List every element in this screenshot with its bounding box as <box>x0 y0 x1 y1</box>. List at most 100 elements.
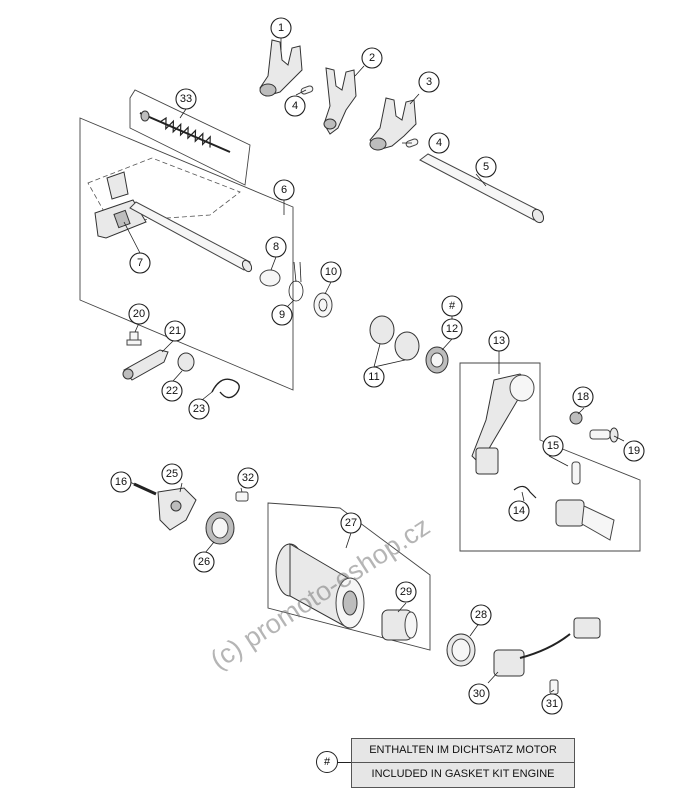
guide-pin-upper <box>300 85 314 95</box>
locking-lever-25 <box>157 487 197 531</box>
shift-shaft-group-box <box>79 117 294 391</box>
svg-text:13: 13 <box>493 335 505 347</box>
circlip <box>288 261 304 302</box>
callout-32: 32 <box>237 467 259 489</box>
callout-31: 31 <box>541 693 563 715</box>
lever-21 <box>122 349 169 381</box>
callout-19: 19 <box>623 440 645 462</box>
callout-14: 14 <box>508 500 530 522</box>
svg-text:7: 7 <box>137 257 143 269</box>
legend-connector <box>337 762 351 763</box>
shift-drum-group-box <box>267 502 431 651</box>
svg-text:3: 3 <box>426 76 432 88</box>
shift-fork-1 <box>259 39 303 97</box>
svg-text:29: 29 <box>400 586 412 598</box>
needle-bearing-pair <box>369 315 420 361</box>
svg-text:6: 6 <box>281 184 287 196</box>
svg-text:15: 15 <box>547 440 559 452</box>
svg-text:14: 14 <box>513 505 525 517</box>
svg-text:18: 18 <box>577 391 589 403</box>
callout-2: 2 <box>361 47 383 69</box>
legend-line-german: ENTHALTEN IM DICHTSATZ MOTOR <box>369 744 557 756</box>
callout-15: 15 <box>542 435 564 457</box>
callout-4-lower: 4 <box>428 132 450 154</box>
svg-text:26: 26 <box>198 556 210 568</box>
rubber-pin <box>571 461 581 485</box>
gear-position-sensor <box>493 617 601 677</box>
callout-7: 7 <box>129 252 151 274</box>
callout-3: 3 <box>418 71 440 93</box>
shift-drum-sensor <box>381 609 418 641</box>
callout-12-hash: # <box>441 295 463 317</box>
callout-13: 13 <box>488 330 510 352</box>
callout-21: 21 <box>164 320 186 342</box>
callout-6: 6 <box>273 179 295 201</box>
lever-bolt-spring <box>569 411 583 425</box>
callout-12: 12 <box>441 318 463 340</box>
callout-23: 23 <box>188 398 210 420</box>
o-ring-28 <box>446 633 476 667</box>
svg-text:8: 8 <box>273 241 279 253</box>
svg-text:10: 10 <box>325 266 337 278</box>
callout-8: 8 <box>265 236 287 258</box>
svg-text:23: 23 <box>193 403 205 415</box>
svg-text:21: 21 <box>169 325 181 337</box>
callout-5: 5 <box>475 156 497 178</box>
svg-text:28: 28 <box>475 609 487 621</box>
shaft-seal-ring-26 <box>205 511 235 545</box>
washer <box>313 292 333 318</box>
callout-25: 25 <box>161 463 183 485</box>
shift-lever <box>471 373 535 475</box>
clip-14 <box>513 485 537 499</box>
screw-32 <box>235 491 249 502</box>
lever-bolt <box>589 427 619 443</box>
shift-fork-3 <box>369 97 417 151</box>
callout-22: 22 <box>161 380 183 402</box>
callout-9: 9 <box>271 304 293 326</box>
svg-text:12: 12 <box>446 323 458 335</box>
legend-hash-mark: # <box>316 751 338 773</box>
lever-tip <box>555 499 615 541</box>
spring-group-box <box>129 89 251 186</box>
locking-washer <box>259 269 281 287</box>
callout-18: 18 <box>572 386 594 408</box>
svg-text:1: 1 <box>278 22 284 34</box>
svg-text:4: 4 <box>292 100 298 112</box>
svg-text:4: 4 <box>436 137 442 149</box>
svg-text:25: 25 <box>166 468 178 480</box>
svg-text:33: 33 <box>180 93 192 105</box>
svg-text:30: 30 <box>473 688 485 700</box>
svg-text:2: 2 <box>369 52 375 64</box>
shift-rail <box>419 153 545 224</box>
callout-27: 27 <box>340 512 362 534</box>
svg-text:19: 19 <box>628 445 640 457</box>
svg-text:32: 32 <box>242 472 254 484</box>
svg-text:20: 20 <box>133 308 145 320</box>
shift-lever-group-box <box>459 362 641 552</box>
shift-fork-2 <box>323 67 357 135</box>
callout-16: 16 <box>110 471 132 493</box>
callout-10: 10 <box>320 261 342 283</box>
roller-22 <box>177 352 195 372</box>
svg-text:22: 22 <box>166 385 178 397</box>
shift-shaft <box>94 171 253 273</box>
svg-text:16: 16 <box>115 476 127 488</box>
bolt-20 <box>126 331 142 346</box>
callout-28: 28 <box>470 604 492 626</box>
spring-23 <box>211 378 240 399</box>
svg-text:5: 5 <box>483 161 489 173</box>
svg-text:11: 11 <box>368 371 379 383</box>
svg-text:#: # <box>449 300 456 312</box>
svg-text:27: 27 <box>345 517 357 529</box>
callout-26: 26 <box>193 551 215 573</box>
callout-30: 30 <box>468 683 490 705</box>
svg-text:31: 31 <box>546 698 558 710</box>
callout-11: 11 <box>363 366 385 388</box>
legend-line-english: INCLUDED IN GASKET KIT ENGINE <box>352 762 574 786</box>
callout-4-upper: 4 <box>284 95 306 117</box>
shift-drum <box>275 543 365 629</box>
shaft-seal <box>425 346 449 374</box>
callout-1: 1 <box>270 17 292 39</box>
